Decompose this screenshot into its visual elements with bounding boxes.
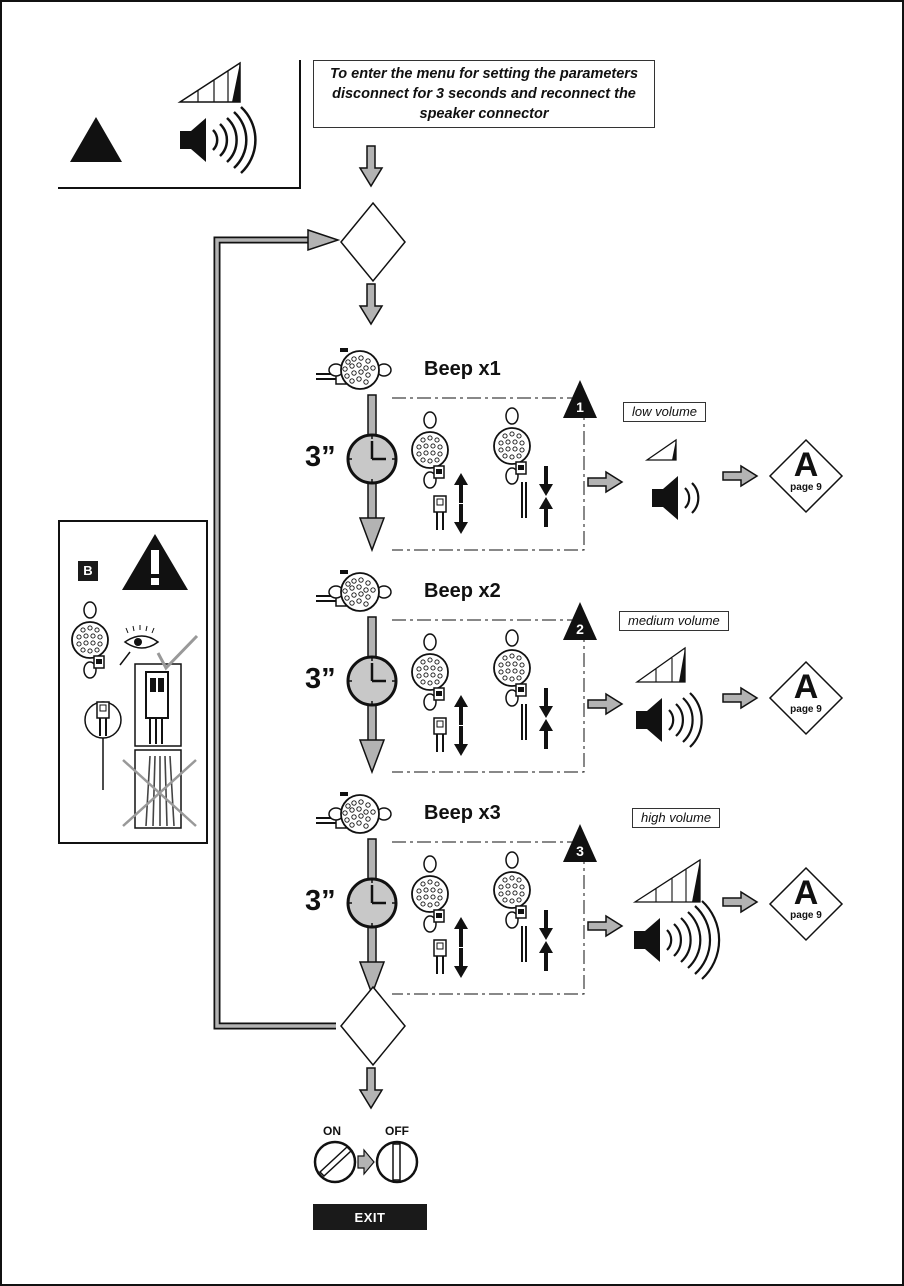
warning-triangle-icon: [70, 117, 122, 162]
step-number-triangle: [563, 824, 597, 862]
eye-icon: [123, 625, 160, 649]
instruction-text: To enter the menu for setting the parame…: [329, 66, 639, 122]
exit-label: EXIT: [313, 1204, 427, 1230]
decision-diamond: [340, 201, 406, 283]
target-letter: A: [793, 668, 819, 706]
volume-ramp-icon: [177, 61, 241, 103]
step-number: 3: [576, 843, 584, 859]
off-label: OFF: [385, 1124, 409, 1138]
volume-ramp-icon: [634, 646, 686, 683]
volume-ramp-icon: [632, 858, 701, 903]
target-letter: A: [793, 446, 819, 484]
goto-page-diamond: [768, 866, 844, 942]
target-letter: A: [793, 874, 819, 912]
switch-off-icon: [375, 1140, 419, 1184]
loop-back-line: [213, 228, 341, 1030]
beep-label: Beep x3: [424, 802, 501, 824]
step-number: 2: [576, 621, 584, 637]
step-2: [315, 569, 844, 775]
goto-page-diamond: [768, 438, 844, 514]
speaker-icon: [180, 106, 257, 174]
speaker-icon: [652, 476, 700, 520]
time-label: 3”: [305, 885, 336, 917]
target-page: page 9: [790, 482, 822, 493]
switch-on-icon: [313, 1140, 357, 1184]
volume-label: high volume: [632, 808, 721, 828]
step-number-triangle: [563, 602, 597, 640]
beep-label: Beep x2: [424, 580, 501, 602]
instruction-box: To enter the menu for setting the parame…: [313, 60, 655, 128]
step-number: 1: [576, 399, 584, 415]
goto-page-diamond: [768, 660, 844, 736]
time-label: 3”: [305, 663, 336, 695]
time-label: 3”: [305, 441, 336, 473]
badge-label: B: [83, 563, 93, 578]
check-icon: [156, 634, 199, 671]
speaker-icon: [634, 900, 721, 980]
legend-box: [58, 60, 301, 189]
step-1: [315, 347, 844, 553]
clock-icon: [346, 433, 398, 485]
decision-diamond: [340, 985, 406, 1067]
beep-label: Beep x1: [424, 358, 501, 380]
step-3: [315, 791, 844, 997]
warning-box: [58, 520, 208, 844]
target-page: page 9: [790, 704, 822, 715]
clock-icon: [346, 877, 398, 929]
on-label: ON: [323, 1124, 341, 1138]
clock-icon: [346, 655, 398, 707]
speaker-icon: [636, 692, 703, 748]
volume-label: medium volume: [619, 611, 729, 631]
switch-arrow-icon: [357, 1148, 375, 1176]
step-number-triangle: [563, 380, 597, 418]
target-page: page 9: [790, 910, 822, 921]
volume-ramp-icon: [644, 438, 677, 461]
volume-label: low volume: [623, 402, 707, 422]
